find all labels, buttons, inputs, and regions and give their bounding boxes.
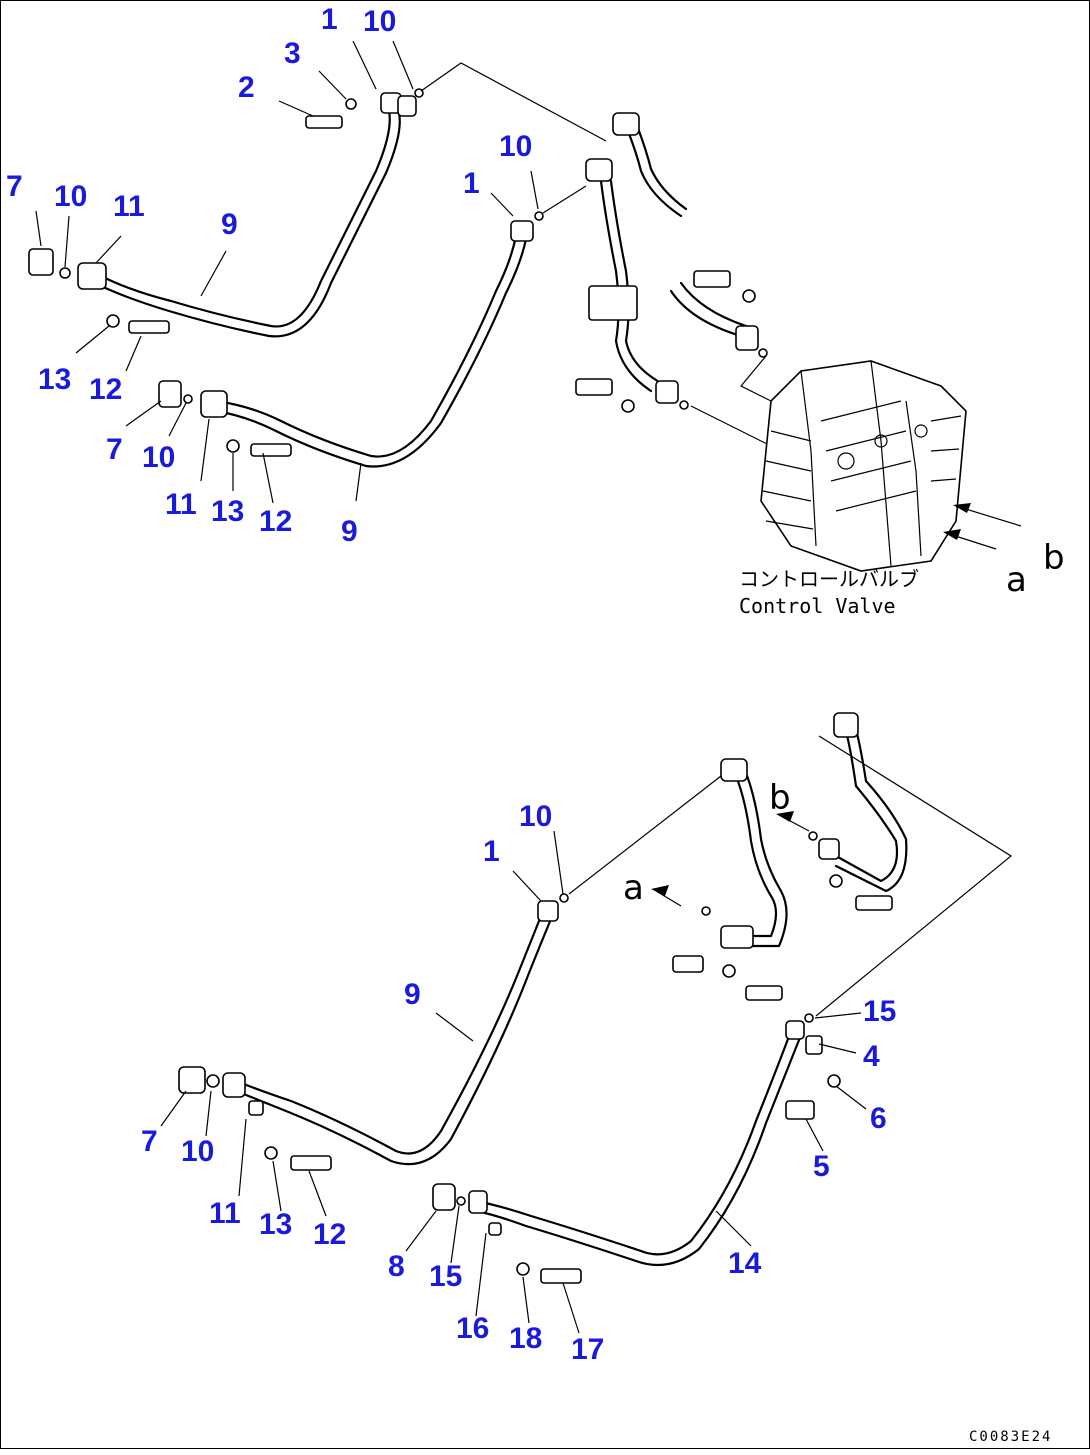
callout-13-a: 13 xyxy=(38,363,71,396)
callout-7-a: 7 xyxy=(6,170,23,203)
callout-11-b: 11 xyxy=(165,488,197,521)
callout-8: 8 xyxy=(388,1250,405,1283)
callout-13-c: 13 xyxy=(259,1208,292,1241)
callout-18: 18 xyxy=(509,1322,542,1355)
callout-1-a: 1 xyxy=(321,3,338,36)
callout-1-c: 1 xyxy=(483,835,500,868)
figure-code: C0083E24 xyxy=(969,1429,1052,1445)
callout-7-c: 7 xyxy=(141,1125,158,1158)
callout-5: 5 xyxy=(813,1150,830,1183)
callout-9-b: 9 xyxy=(341,515,358,548)
tube-upper-9 xyxy=(99,109,391,328)
callout-13-b: 13 xyxy=(211,495,244,528)
callout-10-d: 10 xyxy=(142,441,175,474)
callout-16: 16 xyxy=(456,1312,489,1345)
callout-12-c: 12 xyxy=(313,1218,346,1251)
top-assembly: コントロールバルブ Control Valve a b 1 10 3 2 10 … xyxy=(6,3,1065,618)
callout-10-e: 10 xyxy=(519,800,552,833)
callout-12-a: 12 xyxy=(89,373,122,406)
callout-17: 17 xyxy=(571,1333,604,1366)
tube-lower-9 xyxy=(214,234,518,458)
callout-11-a: 11 xyxy=(113,190,145,223)
callout-7-b: 7 xyxy=(106,433,123,466)
callout-9-a: 9 xyxy=(221,208,238,241)
callout-2: 2 xyxy=(238,71,255,104)
callout-4: 4 xyxy=(863,1040,880,1073)
control-valve xyxy=(760,360,967,572)
callout-14: 14 xyxy=(728,1247,762,1280)
callout-3: 3 xyxy=(284,37,301,70)
callout-10-f: 10 xyxy=(181,1135,214,1168)
label-b-top: b xyxy=(1043,538,1065,578)
callout-1-b: 1 xyxy=(463,167,480,200)
tube-14 xyxy=(474,1029,793,1256)
control-valve-label-en: Control Valve xyxy=(739,594,896,618)
callout-11-c: 11 xyxy=(209,1197,241,1230)
callout-15-b: 15 xyxy=(429,1260,462,1293)
tube-bottom-9 xyxy=(234,914,543,1155)
label-a-bottom: a xyxy=(623,868,644,908)
callout-10-a: 10 xyxy=(363,5,396,38)
label-b-bottom: b xyxy=(769,778,791,818)
label-a-top: a xyxy=(1006,560,1027,600)
callout-10-b: 10 xyxy=(499,130,532,163)
bottom-assembly: a b 10 1 9 15 4 6 5 7 10 11 13 12 8 15 xyxy=(141,712,1013,1366)
callout-10-c: 10 xyxy=(54,180,87,213)
callout-15-a: 15 xyxy=(863,995,896,1028)
callout-9-c: 9 xyxy=(404,978,421,1011)
callout-6: 6 xyxy=(870,1102,887,1135)
control-valve-label-jp: コントロールバルブ xyxy=(739,567,919,591)
callout-12-b: 12 xyxy=(259,505,292,538)
